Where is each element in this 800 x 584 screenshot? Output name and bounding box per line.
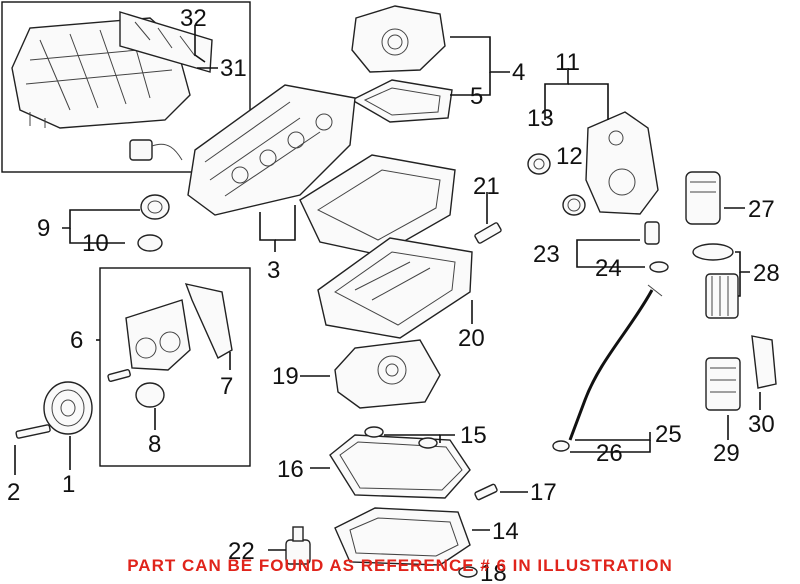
cover-gasket [184, 283, 233, 359]
callout-24: 24 [595, 255, 622, 282]
oil-pan-gasket [329, 434, 471, 499]
callout-2: 2 [7, 479, 20, 506]
small-hardware [364, 426, 498, 578]
timing-cover-frame [99, 267, 251, 467]
bed-plate [317, 237, 473, 339]
oil-baffle [334, 339, 441, 409]
callout-7: 7 [220, 373, 233, 400]
callout-16: 16 [277, 456, 304, 483]
oil-level-sensor [285, 526, 311, 565]
bolt-6 [107, 369, 131, 382]
pcv-gasket [350, 79, 453, 123]
oil-filler-cap [140, 194, 170, 220]
callout-6: 6 [70, 327, 83, 354]
callout-19: 19 [272, 363, 299, 390]
timing-cover [585, 111, 659, 215]
dipstick-tube [552, 284, 663, 452]
callout-18: 18 [480, 560, 507, 584]
callout-27: 27 [748, 196, 775, 223]
callout-23: 23 [533, 241, 560, 268]
callout-14: 14 [492, 518, 519, 545]
leader-lines [14, 25, 761, 551]
callout-13: 13 [527, 105, 554, 132]
callout-11: 11 [555, 49, 580, 76]
valve-cover [299, 154, 456, 256]
cam-cover-cap [125, 299, 191, 371]
callout-25: 25 [655, 421, 682, 448]
callout-30: 30 [748, 411, 775, 438]
callout-12: 12 [556, 143, 583, 170]
sensor-21 [474, 222, 502, 244]
intake-gasket [119, 11, 213, 73]
filler-cap-seal [137, 234, 163, 252]
callout-17: 17 [530, 479, 557, 506]
crank-pulley [43, 381, 93, 435]
callout-22: 22 [228, 538, 255, 565]
cylinder-head [187, 84, 356, 216]
oil-cooler-gasket [751, 335, 777, 389]
callout-9: 9 [37, 215, 50, 242]
pulley-bolt [15, 424, 51, 439]
callout-20: 20 [458, 325, 485, 352]
callout-15: 15 [460, 422, 487, 449]
reference-notice: PART CAN BE FOUND AS REFERENCE # 6 IN IL… [127, 556, 673, 575]
pcv-valve-cover [351, 5, 446, 73]
crank-seals [527, 153, 586, 216]
seal-ring-8 [135, 382, 165, 408]
oil-filter [692, 243, 739, 319]
oil-cooler [705, 357, 741, 411]
oil-pan [334, 507, 471, 566]
dipstick-guide [644, 221, 669, 273]
callout-32: 32 [180, 5, 207, 32]
callout-5: 5 [470, 83, 483, 110]
callout-31: 31 [220, 55, 247, 82]
callout-1: 1 [62, 471, 75, 498]
intake-manifold-frame [1, 1, 251, 173]
callout-26: 26 [596, 440, 623, 467]
callout-3: 3 [267, 257, 280, 284]
callout-8: 8 [148, 431, 161, 458]
callout-21: 21 [473, 173, 500, 200]
callout-29: 29 [713, 440, 740, 467]
oil-filter-housing [685, 171, 721, 225]
callout-4: 4 [512, 59, 525, 86]
callout-10: 10 [82, 230, 109, 257]
callout-28: 28 [753, 260, 780, 287]
